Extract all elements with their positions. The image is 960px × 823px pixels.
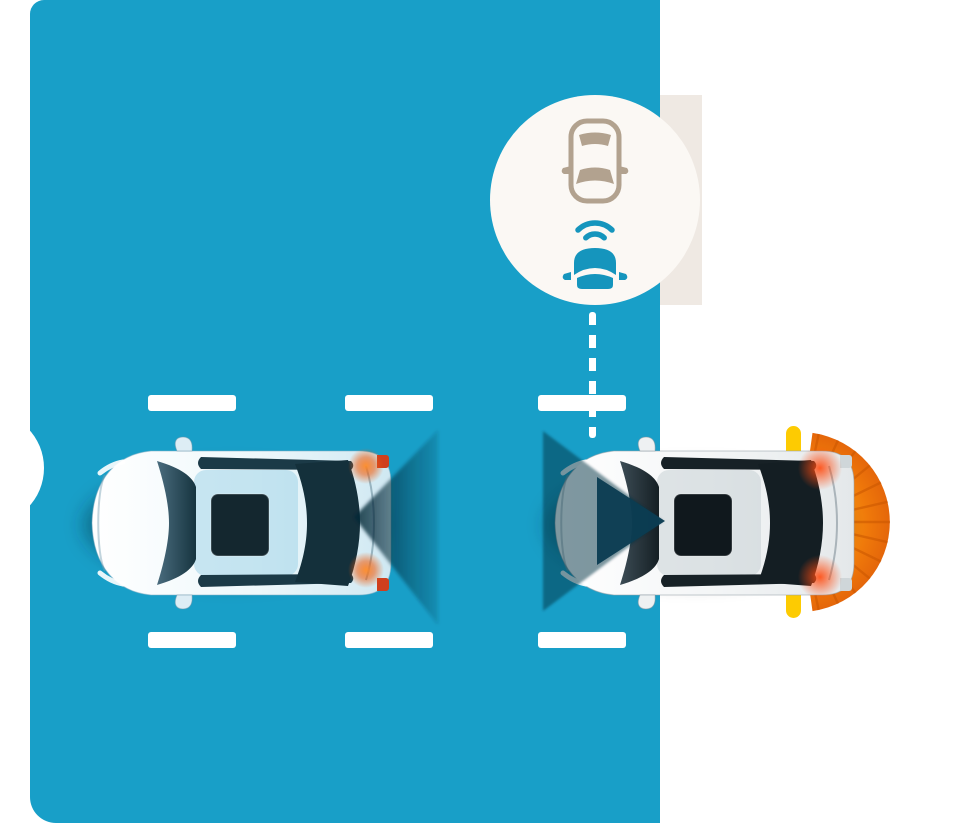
icon-ego-mirrors xyxy=(562,272,628,280)
lane-marking-bottom-1 xyxy=(148,632,236,648)
front-detection-cone xyxy=(543,431,665,611)
brake-light-glow-top xyxy=(348,448,384,484)
distance-badge xyxy=(490,95,700,305)
lane-marking-bottom-3 xyxy=(538,632,626,648)
lead-car-front-bumper-line xyxy=(97,474,106,572)
icon-lead-body xyxy=(568,118,622,204)
ego-brake-glow-bottom xyxy=(797,554,843,600)
ego-car-rear-window xyxy=(758,460,823,586)
distance-badge-icons xyxy=(561,118,629,289)
forward-arrow-marker xyxy=(597,477,665,565)
shadow-detection-cone xyxy=(348,430,438,625)
lead-car-rear-window xyxy=(295,460,360,586)
lead-car xyxy=(83,436,392,610)
lane-marking-bottom-2 xyxy=(345,632,433,648)
icon-lead-windshield xyxy=(576,167,614,184)
lead-car-mirrors xyxy=(174,436,193,610)
icon-lead-mirrors xyxy=(561,166,629,174)
lane-marking-top-3 xyxy=(538,395,626,411)
ego-car-front-icon xyxy=(562,248,628,289)
ego-brake-glow-top xyxy=(797,445,843,491)
shadow-cone-shape xyxy=(354,430,438,625)
lane-marking-top-2 xyxy=(345,395,433,411)
icon-lead-rear-window xyxy=(579,132,611,146)
lead-car-sunroof xyxy=(210,493,270,557)
distance-dashed-line xyxy=(589,312,596,438)
radar-waves-icon xyxy=(575,220,615,241)
road-edge-arc xyxy=(0,411,44,525)
icon-ego-hood xyxy=(574,248,616,275)
lane-marking-top-1 xyxy=(148,395,236,411)
icon-ego-roof xyxy=(577,274,613,289)
brake-light-glow-bottom xyxy=(348,552,384,588)
ego-car-sunroof xyxy=(673,493,733,557)
ego-car-mirrors xyxy=(637,436,656,610)
lead-car-top-view-icon xyxy=(561,118,629,204)
lead-car-windshield xyxy=(157,461,196,585)
lead-car-headlights xyxy=(97,459,126,587)
